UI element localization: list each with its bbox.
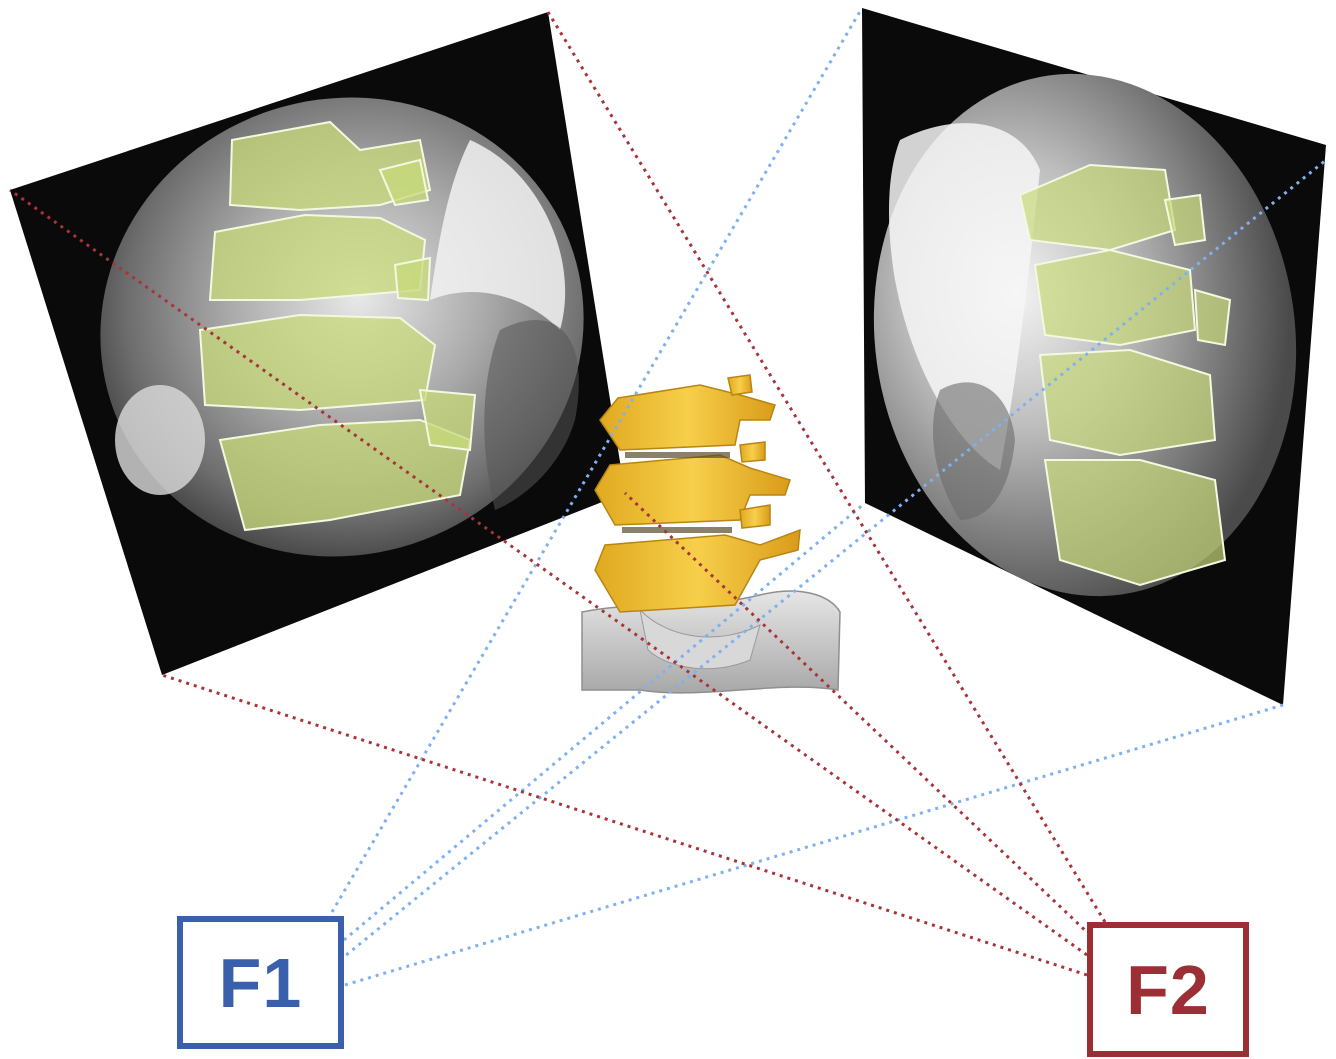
source-f1-label: F1 [219, 943, 303, 1023]
right-xray-panel [841, 8, 1330, 705]
left-xray-panel [10, 12, 644, 675]
left-hip-shadow [115, 385, 205, 495]
source-f2-label: F2 [1126, 950, 1210, 1030]
center-3d-spine-model [582, 375, 840, 693]
source-f2-box: F2 [1087, 922, 1249, 1057]
source-f1-box: F1 [177, 916, 344, 1049]
